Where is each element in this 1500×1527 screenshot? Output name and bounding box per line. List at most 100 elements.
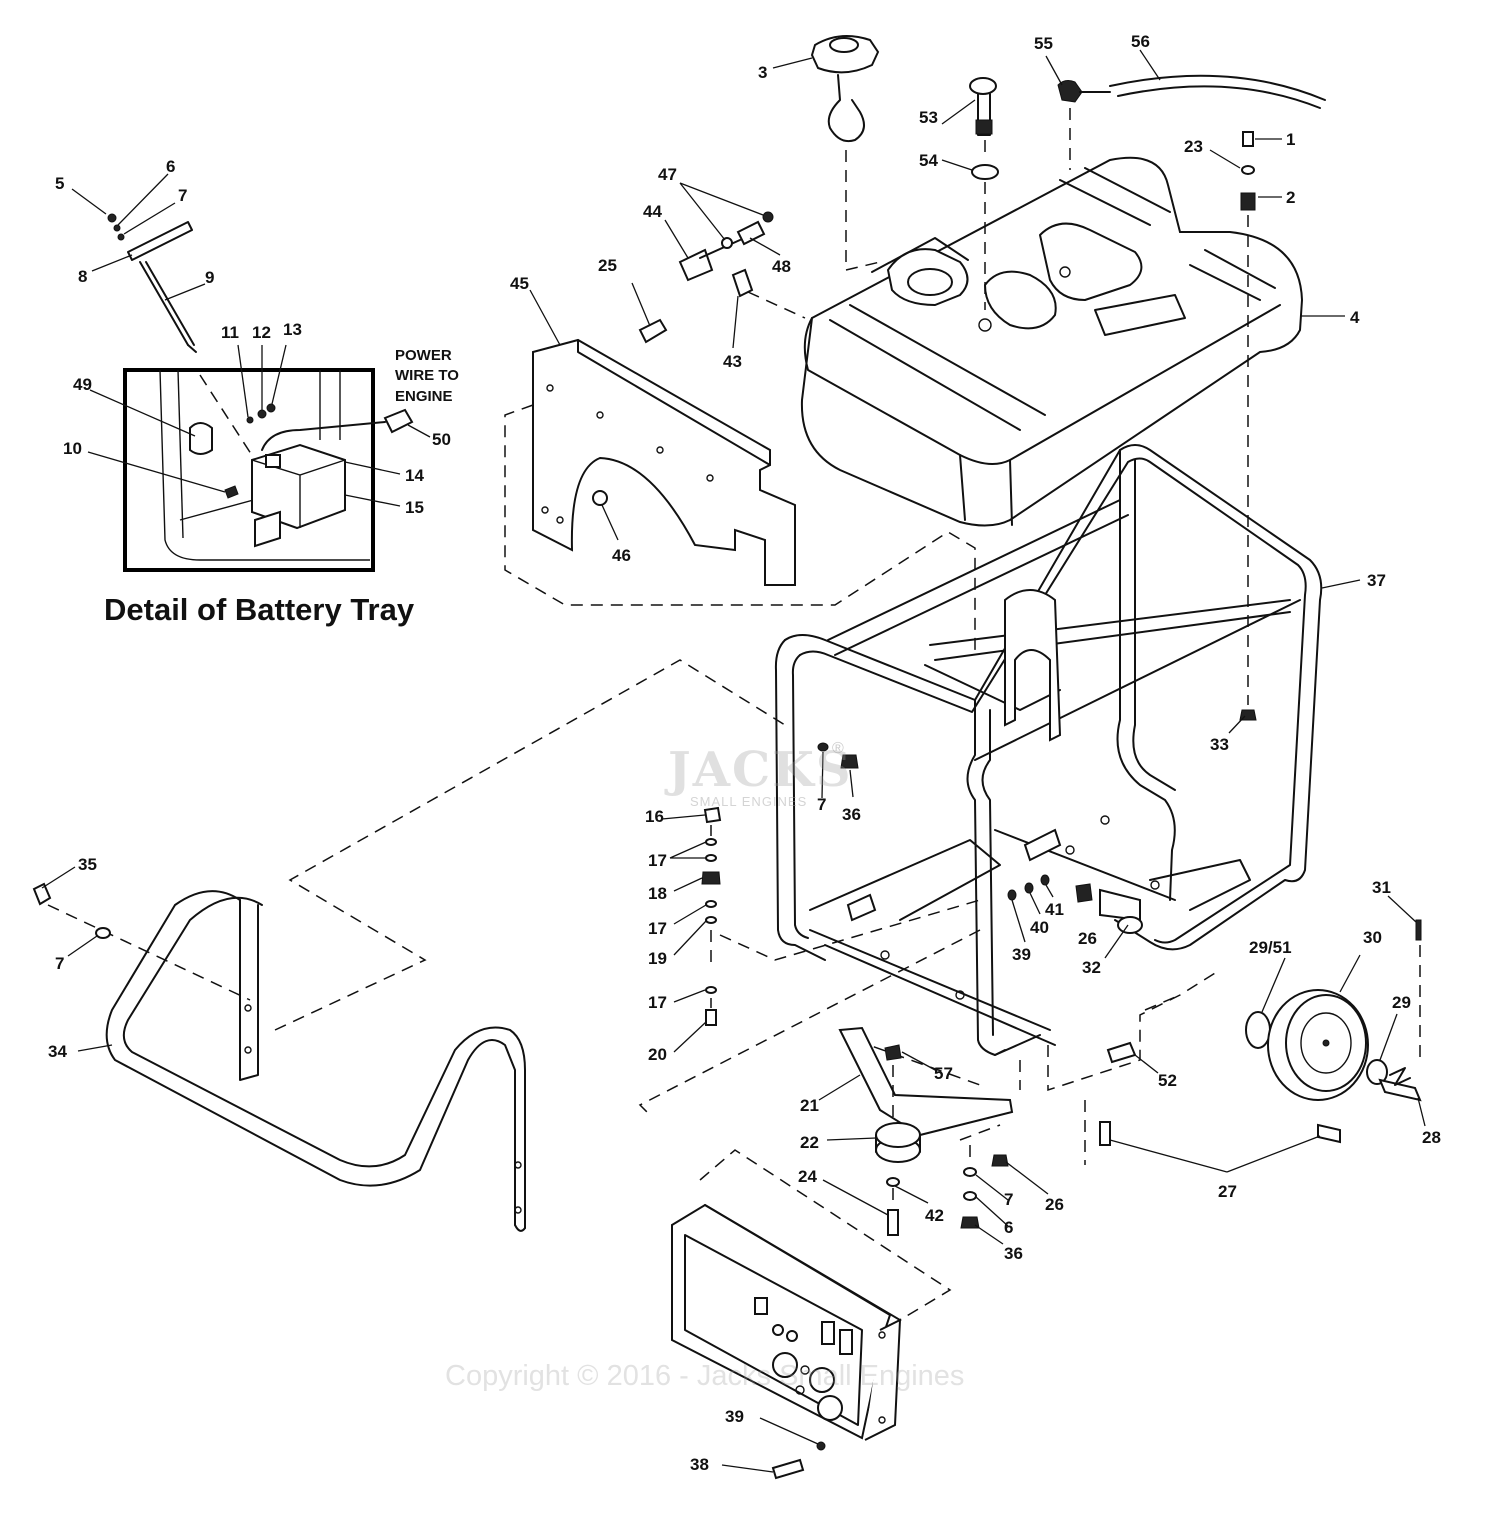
callout-4: 4 [1350,308,1360,327]
callout-38: 38 [690,1455,709,1474]
callout-25: 25 [598,256,617,275]
battery-tray-caption: Detail of Battery Tray [104,592,415,627]
callout-5: 5 [55,174,64,193]
bolt-52 [1106,1041,1137,1064]
callout-19: 19 [648,949,667,968]
callout-9: 9 [205,268,214,287]
callout-17-c: 17 [648,993,667,1012]
callout-55: 55 [1034,34,1053,53]
callout-32: 32 [1082,958,1101,977]
hardware-stack-left [701,806,722,1026]
callout-6-mount: 6 [1004,1218,1013,1237]
callout-37: 37 [1367,571,1386,590]
callout-44: 44 [643,202,662,221]
callout-7-mount: 7 [1004,1190,1013,1209]
callout-21: 21 [800,1096,819,1115]
callout-7-handle: 7 [55,954,64,973]
callout-43: 43 [723,352,742,371]
watermark-registered-mark: ® [832,740,844,757]
mount-bolt-dash [892,1065,971,1205]
frame-hardware-top [817,742,859,769]
callout-2: 2 [1286,188,1295,207]
callout-52: 52 [1158,1071,1177,1090]
bracket-outline-dash [504,404,976,650]
callout-16: 16 [645,807,664,826]
callout-56: 56 [1131,32,1150,51]
bolt-27-left [1099,1121,1111,1146]
callout-42: 42 [925,1206,944,1225]
tank-bolt [1240,131,1256,211]
panel-bracket [532,338,796,586]
battery-detail-box [123,368,386,572]
power-note-line1: POWER [395,347,452,364]
callout-41: 41 [1045,900,1064,919]
callout-46: 46 [612,546,631,565]
cap-dash [845,150,881,271]
callout-35: 35 [78,855,97,874]
callout-47: 47 [658,165,677,184]
callout-33: 33 [1210,735,1229,754]
leader-lines [41,49,1426,1473]
callout-8: 8 [78,267,87,286]
bolt-38 [771,1458,805,1480]
copyright-watermark: Copyright © 2016 - Jacks Small Engines [445,1360,965,1392]
power-note-line3: ENGINE [395,388,453,405]
callout-14: 14 [405,466,424,485]
callout-36-mount: 36 [1004,1244,1023,1263]
callout-27: 27 [1218,1182,1237,1201]
bolt-35 [32,882,52,906]
wheel [1245,919,1422,1102]
callout-1: 1 [1286,130,1295,149]
callout-18: 18 [648,884,667,903]
panel-dash [699,1149,952,1321]
callout-45: 45 [510,274,529,293]
callout-7-frame: 7 [817,795,826,814]
bracket-dash [747,291,806,319]
callout-48: 48 [772,257,791,276]
fuel-gauge [969,77,999,180]
callout-15: 15 [405,498,424,517]
callout-40: 40 [1030,918,1049,937]
panel-outline-dash [638,899,981,1116]
power-note-line2: WIRE TO [395,367,459,384]
wheel-dash [1144,945,1421,1060]
motor-mount [838,1026,1014,1236]
callout-10: 10 [63,439,82,458]
fuel-cap [810,35,880,143]
callout-17-a: 17 [648,851,667,870]
bolt-27-right [1317,1123,1341,1144]
callout-3: 3 [758,63,767,82]
callout-28: 28 [1422,1128,1441,1147]
battery-hold-down [107,213,197,353]
callout-29-51: 29/51 [1249,938,1292,957]
handle [105,890,526,1232]
callout-29: 29 [1392,993,1411,1012]
mount-dash [854,1039,1001,1141]
valve-bracket [678,211,774,298]
callout-54: 54 [919,151,938,170]
frame [774,444,1323,1056]
callout-17-b: 17 [648,919,667,938]
callout-30: 30 [1363,928,1382,947]
callout-50: 50 [432,430,451,449]
callout-24: 24 [798,1167,817,1186]
engine-post-50 [383,408,414,434]
fuel-valve [1057,74,1326,109]
callout-12: 12 [252,323,271,342]
frame-bottom-dash [1019,969,1221,1092]
watermark-subtitle: SMALL ENGINES [690,794,808,809]
washer-7-handle [95,927,111,939]
callout-49: 49 [73,375,92,394]
callout-31: 31 [1372,878,1391,897]
callout-26-frame: 26 [1078,929,1097,948]
callout-13: 13 [283,320,302,339]
callout-20: 20 [648,1045,667,1064]
callout-39-panel: 39 [725,1407,744,1426]
callout-22: 22 [800,1133,819,1152]
callout-39-frame: 39 [1012,945,1031,964]
callout-36-frame: 36 [842,805,861,824]
callout-labels: 1 2 3 4 5 6 7 8 9 10 11 12 13 14 15 16 1… [48,32,1441,1474]
callout-11: 11 [221,323,239,342]
